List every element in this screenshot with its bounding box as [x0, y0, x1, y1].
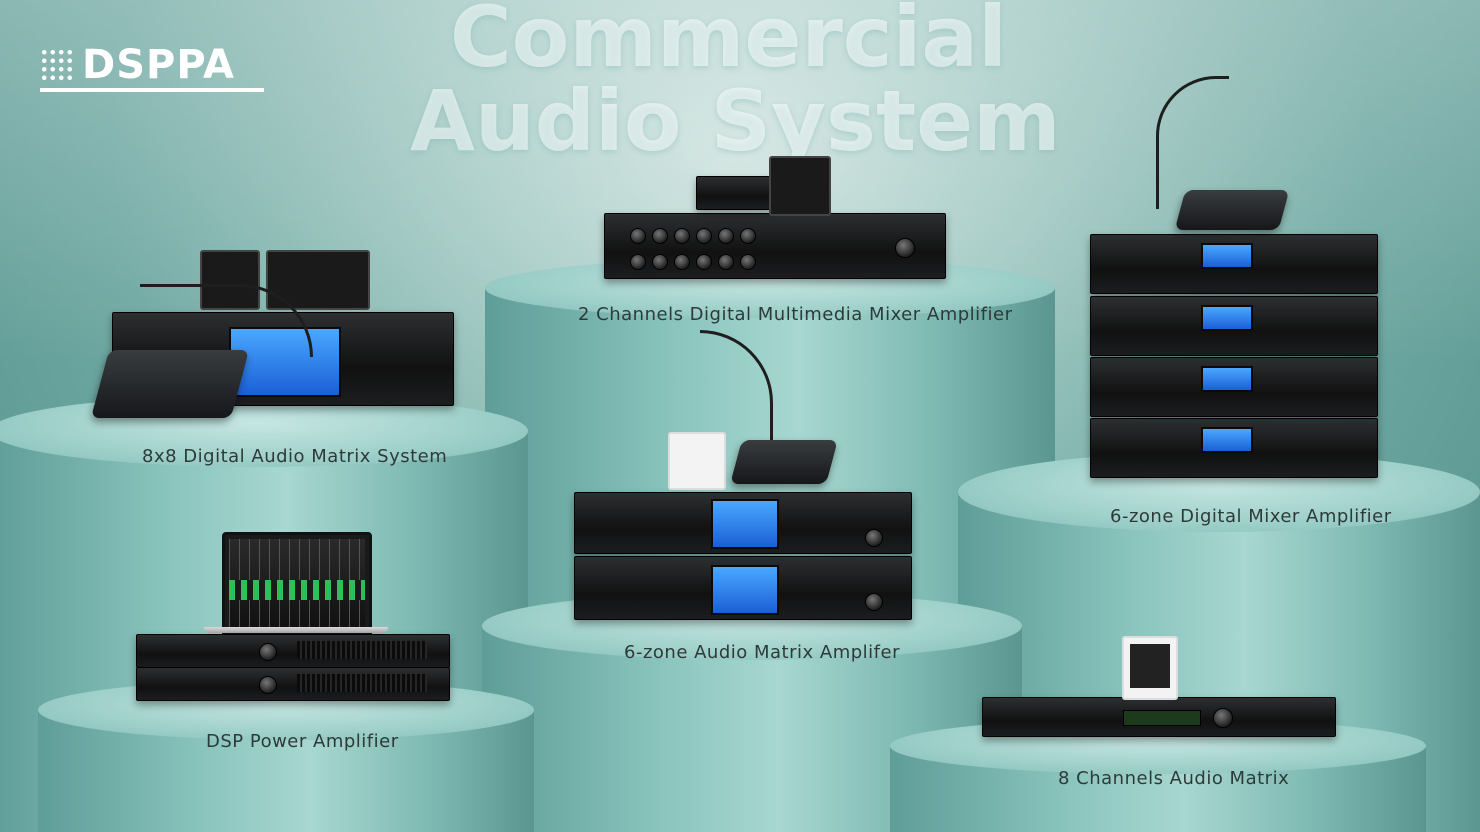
zone-mixer-unit-3 [1090, 357, 1378, 417]
laptop-screen [222, 532, 372, 634]
logo-dot-grid-icon [40, 48, 74, 82]
dsp-power-amp-unit-2 [136, 667, 450, 701]
mini-amplifier-device [696, 176, 773, 210]
matrix-display [1123, 710, 1201, 726]
audio-matrix-8ch-device [982, 697, 1336, 737]
zone-mixer-unit-1 [1090, 234, 1378, 294]
zone-mixer-unit-2 [1090, 296, 1378, 356]
headline-line-1: Commercial [450, 0, 1007, 86]
logo-underline [40, 88, 264, 92]
matrix-paging-microphone [730, 440, 838, 484]
wall-control-panel [769, 156, 831, 216]
zone-matrix-amp-unit-1 [574, 492, 912, 554]
dsp-software-ui [229, 539, 365, 627]
product-label: 2 Channels Digital Multimedia Mixer Ampl… [578, 304, 1013, 325]
zone-paging-microphone [1174, 190, 1290, 230]
paging-microphone-base [90, 350, 250, 418]
pedestal-middle [482, 592, 1022, 832]
product-label: 8 Channels Audio Matrix [1058, 768, 1290, 789]
brand-logo: DSPPA [40, 40, 266, 92]
matrix-wall-touch-panel [1122, 636, 1178, 700]
headline-line-2: Audio System [410, 72, 1061, 170]
product-label: 6-zone Digital Mixer Amplifier [1110, 506, 1392, 527]
laptop-base [204, 627, 388, 633]
headline: Commercial Audio System [0, 0, 1480, 170]
pedestal-bottom-left [38, 680, 534, 832]
zone-matrix-amp-unit-2 [574, 556, 912, 620]
product-label: DSP Power Amplifier [206, 731, 399, 752]
dsp-power-amp-unit-1 [136, 634, 450, 668]
product-label: 6-zone Audio Matrix Amplifer [624, 642, 900, 663]
zone-mixer-unit-4 [1090, 418, 1378, 478]
logo-text: DSPPA [82, 42, 235, 88]
product-label: 8x8 Digital Audio Matrix System [142, 446, 448, 467]
